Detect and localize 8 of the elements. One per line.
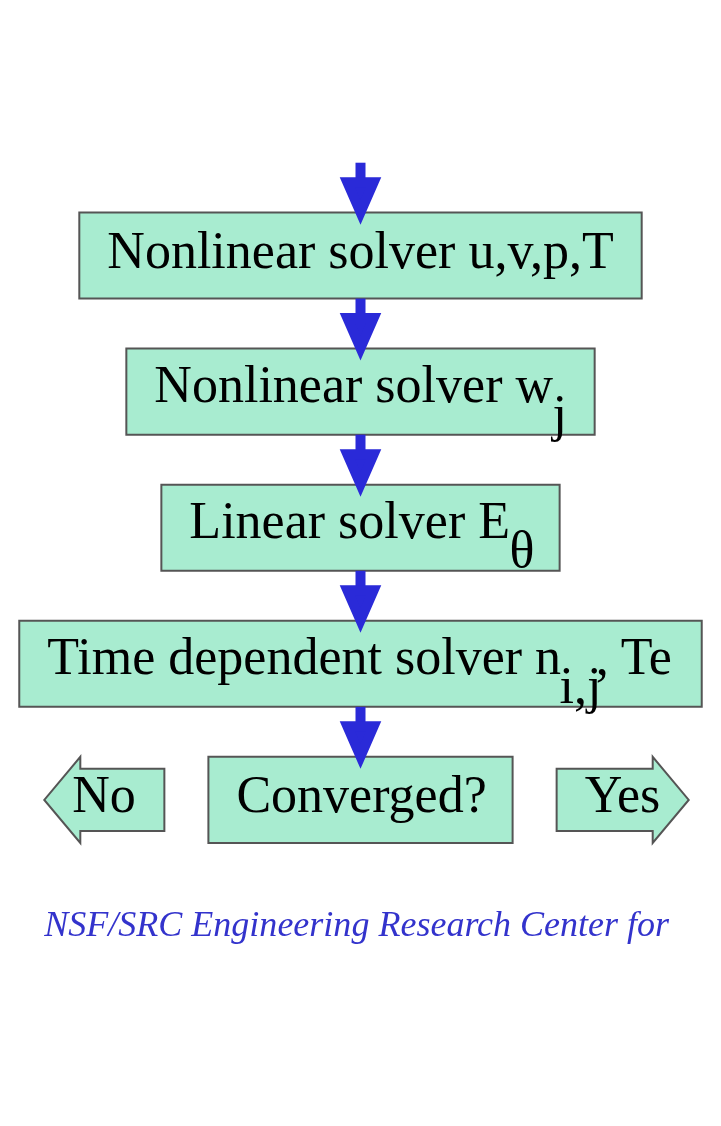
arrow	[339, 162, 382, 225]
label: NSF/SRC Engineering Research Center for	[44, 903, 670, 944]
arrow	[339, 298, 382, 361]
arrow	[339, 570, 382, 633]
arrow	[339, 706, 382, 769]
node-box: Nonlinear solver u,v,p,T	[78, 211, 643, 300]
node-box: Converged?	[207, 755, 514, 844]
arrow	[339, 434, 382, 497]
